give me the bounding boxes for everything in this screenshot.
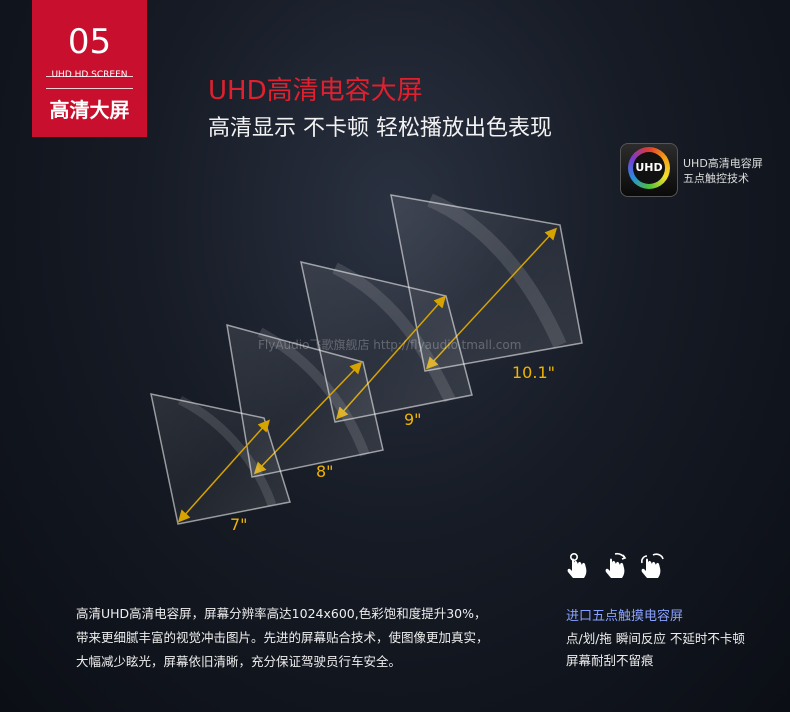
size-label-10-1: 10.1" (512, 363, 555, 382)
badge-divider-bottom (46, 88, 133, 89)
touch-feature-title: 进口五点触摸电容屏 (566, 609, 684, 624)
badge-divider-top (46, 76, 133, 77)
section-subtitle: UHD HD SCREEN (51, 70, 128, 80)
feature-description: 高清UHD高清电容屏，屏幕分辨率高达1024x600,色彩饱和度提升30%， 带… (76, 602, 489, 674)
logo-caption-line: 五点触控技术 (683, 172, 749, 185)
swipe-gesture-icon (605, 552, 627, 578)
description-line: 带来更细腻丰富的视觉冲击图片。先进的屏幕贴合技术，使图像更加真实， (76, 630, 489, 645)
screen-7-inch (150, 393, 291, 525)
section-title: 高清大屏 (49, 98, 130, 122)
headline: UHD高清电容大屏 (208, 76, 423, 106)
touch-description-line: 屏幕耐刮不留痕 (566, 653, 654, 668)
uhd-logo-text: UHD (633, 152, 665, 184)
section-number: 05 (67, 22, 112, 62)
description-line: 大幅减少眩光，屏幕依旧清晰，充分保证驾驶员行车安全。 (76, 654, 402, 669)
touch-feature-description: 点/划/拖 瞬间反应 不延时不卡顿 屏幕耐刮不留痕 (566, 628, 745, 672)
size-label-8: 8" (316, 462, 334, 481)
description-line: 高清UHD高清电容屏，屏幕分辨率高达1024x600,色彩饱和度提升30%， (76, 606, 487, 621)
watermark: FlyAudio飞歌旗舰店 http://flyaudio.tmall.com (258, 338, 522, 352)
uhd-logo-icon: UHD (620, 143, 678, 197)
section-badge: 05 UHD HD SCREEN 高清大屏 (32, 0, 147, 137)
logo-caption: UHD高清电容屏 五点触控技术 (683, 156, 763, 186)
logo-caption-line: UHD高清电容屏 (683, 157, 763, 170)
subheadline: 高清显示 不卡顿 轻松播放出色表现 (208, 116, 552, 141)
drag-gesture-icon (641, 553, 664, 578)
touch-description-line: 点/划/拖 瞬间反应 不延时不卡顿 (566, 631, 745, 646)
size-label-9: 9" (404, 410, 422, 429)
size-label-7: 7" (230, 515, 248, 534)
tap-gesture-icon (567, 552, 587, 578)
